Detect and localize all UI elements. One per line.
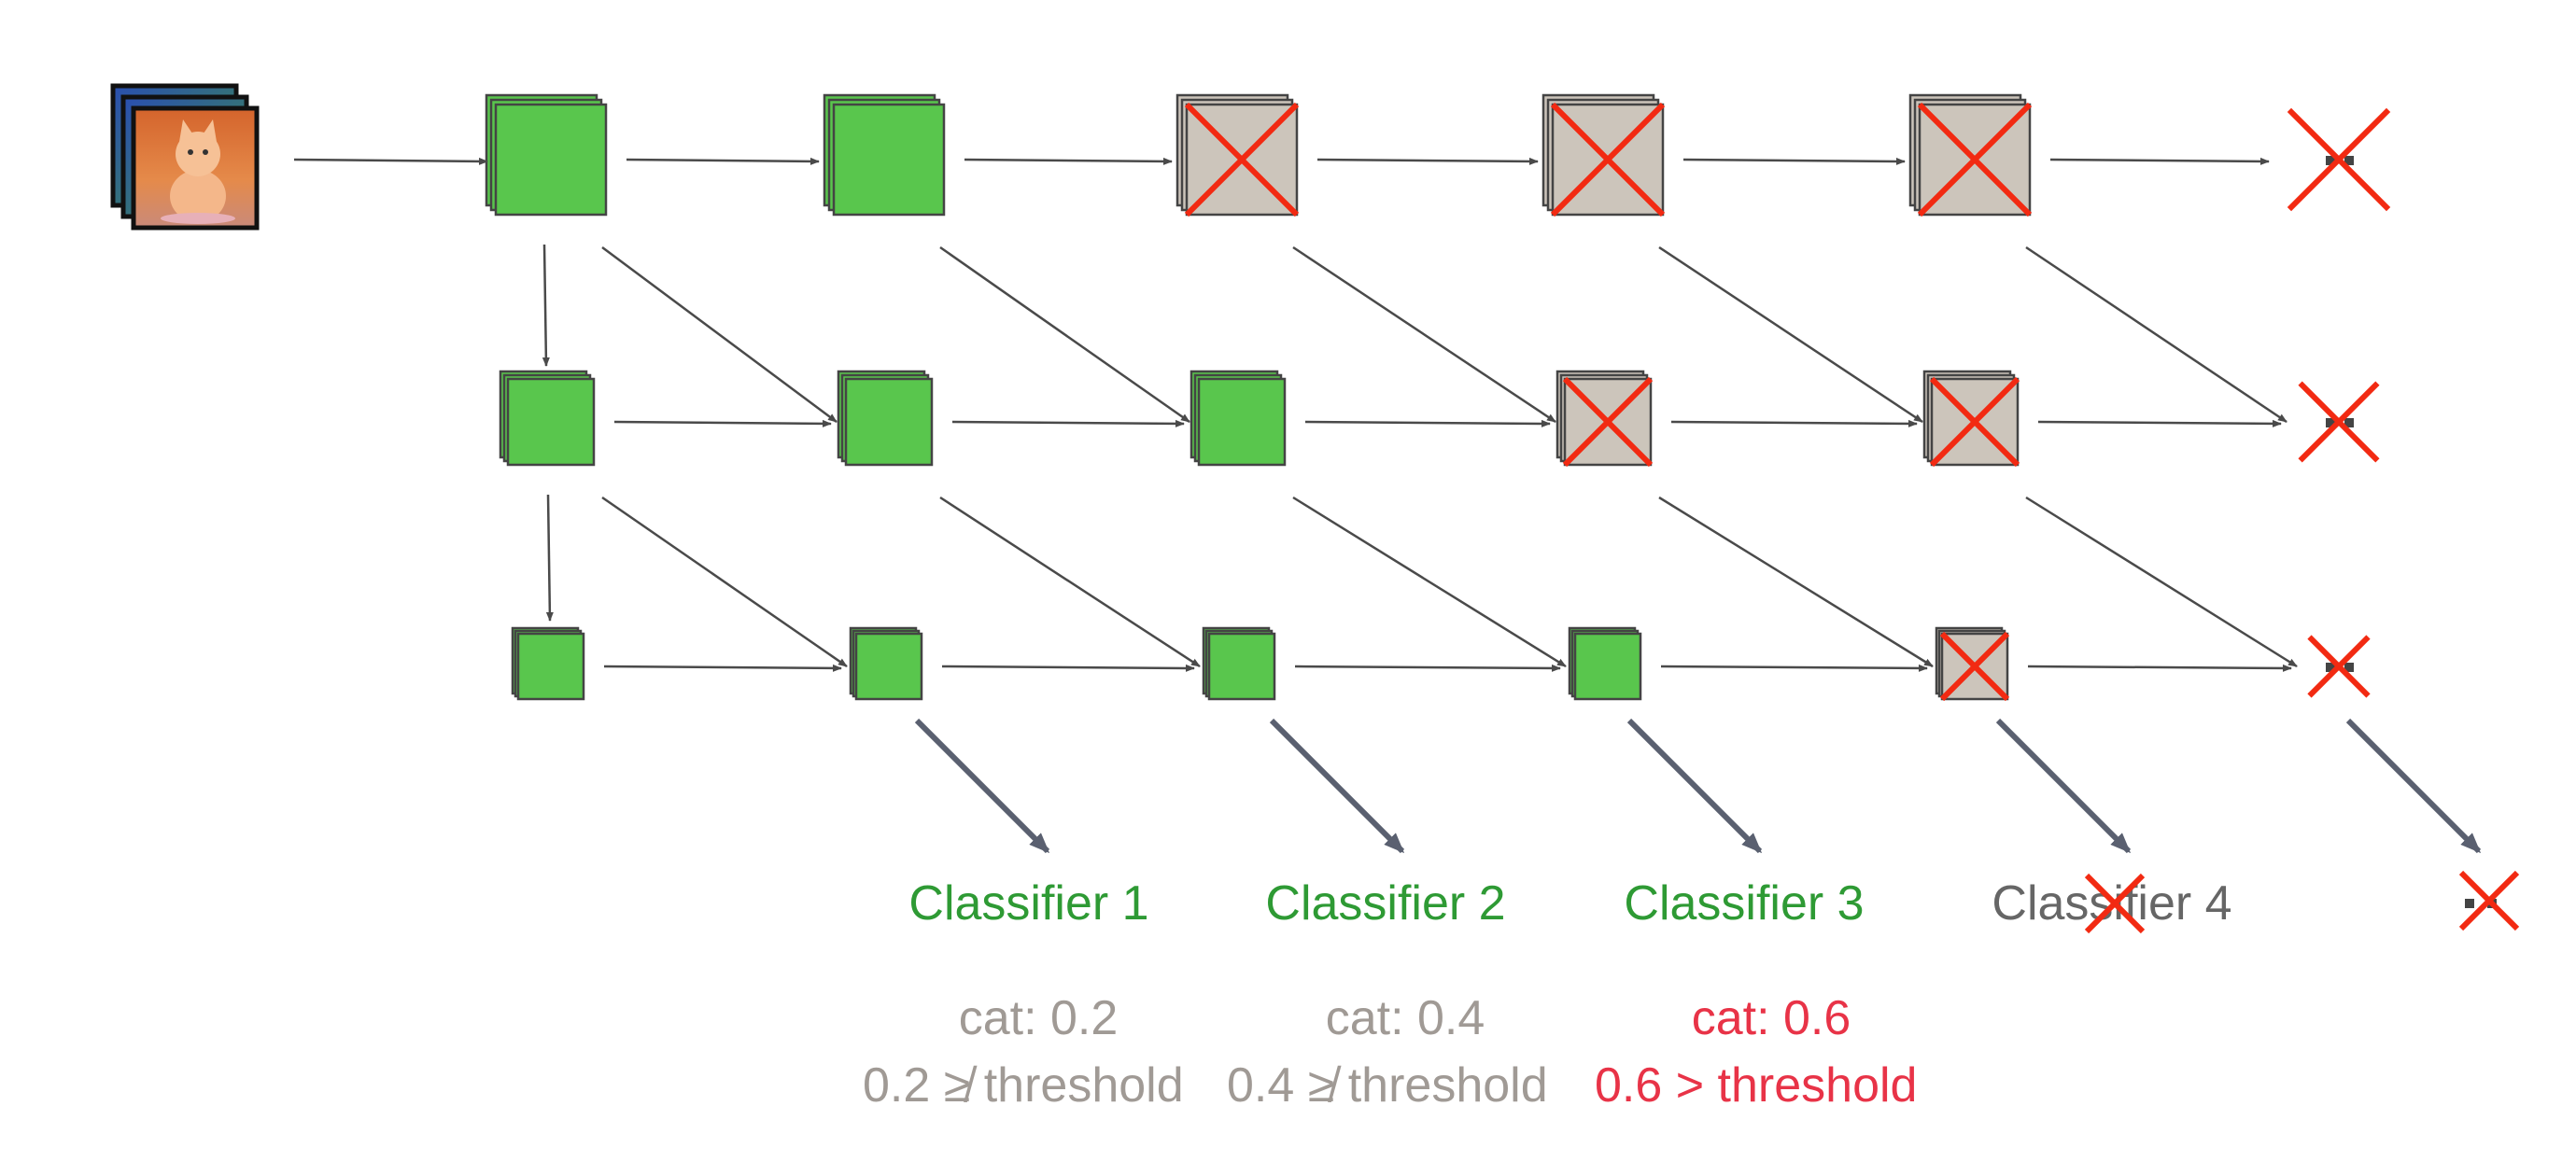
classifier-arrow-3 [1626,718,1763,854]
cross-icon [2458,870,2520,931]
diagonal-arrow [1658,496,1934,668]
classifier-arrow-4 [1995,718,2132,854]
input-arrow [293,157,488,165]
diagonal-arrow [2025,496,2298,668]
diagonal-arrow [1292,496,1567,668]
cross-icon [2287,107,2391,212]
diagonal-arrow [601,245,838,424]
dropped-block-r2-c6 [2326,418,2354,427]
horizontal-arrow [1660,664,1928,672]
cross-icon [1550,102,1666,217]
diagonal-arrow [2025,245,2287,424]
cross-icon [1939,631,2010,702]
connection-arrows [293,157,2298,672]
prediction-3-rule: 0.6 > threshold [1595,1058,1917,1113]
active-block-r1-c1 [485,93,608,217]
vertical-arrow [545,494,554,622]
horizontal-arrow [1670,419,1918,427]
horizontal-arrow [964,157,1173,165]
cross-icon [1929,376,2020,468]
classifier-3-label: Classifier 3 [1624,876,1864,931]
prediction-2-rule: 0.4 ≱ threshold [1227,1058,1548,1113]
cross-icon [1184,102,1300,217]
active-block-r3-c3 [1202,626,1276,701]
horizontal-arrow [1294,664,1561,672]
active-block-r1-c2 [823,93,946,217]
cross-icon [1562,376,1654,468]
feature-blocks [485,93,2354,701]
active-block-r3-c1 [511,626,585,701]
dropped-block-r3-c6 [2326,663,2354,672]
prediction-3-prob: cat: 0.6 [1692,991,1851,1045]
horizontal-arrow [2027,664,2292,672]
diagonal-arrow [601,496,848,668]
diagonal-arrow [1292,245,1556,424]
dropped-block-r1-c6 [2326,156,2354,165]
classifier-arrow-1 [914,718,1050,854]
active-block-r2-c3 [1189,370,1287,467]
horizontal-arrow [613,419,832,427]
prediction-2-prob: cat: 0.4 [1326,991,1485,1045]
diagonal-arrow [939,496,1201,668]
cross-icon [1917,102,2033,217]
vertical-arrow [542,244,550,367]
diagonal-arrow [939,245,1190,424]
prediction-1-prob: cat: 0.2 [959,991,1119,1045]
horizontal-arrow [1304,419,1551,427]
cross-icon [2084,873,2146,934]
horizontal-arrow [1316,157,1539,165]
horizontal-arrow [951,419,1185,427]
horizontal-arrow [2037,419,2282,427]
classifier-2-label: Classifier 2 [1265,876,1505,931]
cross-icon [2307,635,2371,698]
diagonal-arrow [1658,245,1923,424]
active-block-r3-c4 [1568,626,1642,701]
active-block-r2-c2 [837,370,934,467]
active-block-r2-c1 [499,370,596,467]
cross-icon [2298,381,2380,463]
horizontal-arrow [626,157,820,165]
classifier-arrow-5 [2345,718,2482,854]
active-block-r3-c2 [849,626,923,701]
skipped-crosses [1184,102,2520,934]
input-image [110,83,260,231]
prediction-1-rule: 0.2 ≱ threshold [863,1058,1184,1113]
horizontal-arrow [941,664,1195,672]
horizontal-arrow [603,664,842,672]
horizontal-arrow [1682,157,1906,165]
horizontal-arrow [2049,157,2270,165]
classifier-1-label: Classifier 1 [908,876,1148,931]
classifier-arrows [914,718,2482,854]
cat-image-icon [161,119,235,224]
classifier-arrow-2 [1269,718,1405,854]
